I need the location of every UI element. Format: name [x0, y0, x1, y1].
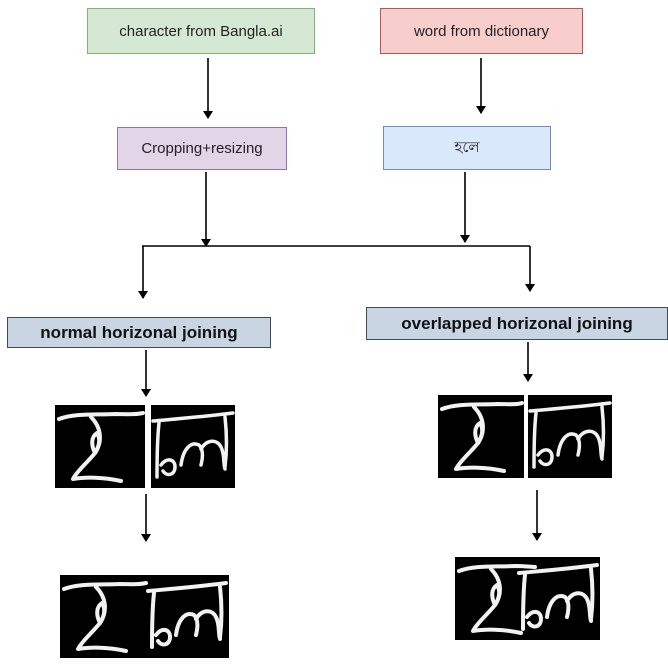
normal-joining-box: normal horizonal joining — [7, 317, 271, 348]
word-sample-label: হলে — [454, 138, 480, 156]
source-word-label: word from dictionary — [413, 22, 550, 40]
overlapped-joining-box: overlapped horizonal joining — [366, 307, 668, 340]
source-word-box: word from dictionary — [380, 8, 583, 54]
joined-result-normal-image — [60, 575, 229, 658]
overlapped-joining-label: overlapped horizonal joining — [401, 313, 633, 333]
source-character-label: character from Bangla.ai — [119, 22, 283, 40]
normal-joining-label: normal horizonal joining — [40, 322, 238, 342]
handwritten-word-image-right — [528, 395, 612, 478]
handwritten-character-image-right — [438, 395, 524, 478]
word-sample-box: হলে — [383, 126, 551, 170]
handwritten-character-image-left — [55, 405, 145, 488]
joined-result-overlapped-image — [455, 557, 600, 640]
crop-resize-label: Cropping+resizing — [141, 140, 263, 157]
source-character-box: character from Bangla.ai — [87, 8, 315, 54]
handwritten-word-image-left — [151, 405, 235, 488]
crop-resize-box: Cropping+resizing — [117, 127, 287, 170]
